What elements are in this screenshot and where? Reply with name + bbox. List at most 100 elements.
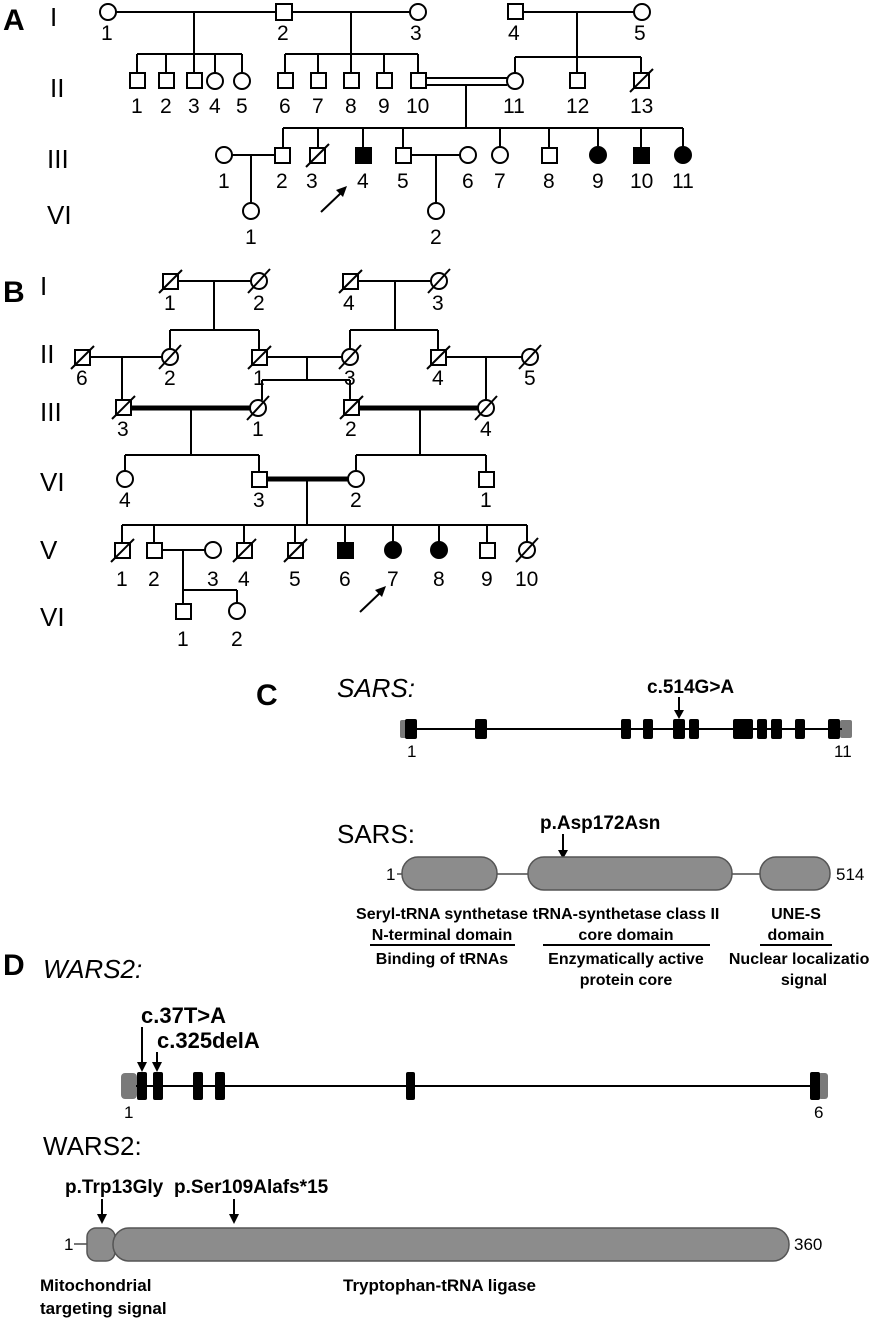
individual-label: 4 <box>480 418 492 441</box>
individual-label: 7 <box>312 95 324 118</box>
une-s-domain <box>759 856 831 891</box>
individual-label: 3 <box>410 22 422 45</box>
mutation-arrow <box>137 1027 147 1072</box>
male-symbol <box>541 147 558 164</box>
male-symbol <box>410 72 427 89</box>
individual-label: 1 <box>218 170 230 193</box>
individual-label: 6 <box>279 95 291 118</box>
individual-label: 1 <box>116 568 128 591</box>
female-symbol <box>204 541 222 559</box>
individual-label: 12 <box>566 95 589 118</box>
exon <box>215 1072 225 1100</box>
female-symbol <box>427 202 445 220</box>
female-symbol <box>409 3 427 21</box>
individual-label: 6 <box>462 170 474 193</box>
individual-label: 1 <box>131 95 143 118</box>
female-symbol <box>347 470 365 488</box>
exon-end-label: 11 <box>834 742 852 761</box>
utr-5prime <box>121 1073 137 1099</box>
domain-function: Binding of tRNAs <box>376 951 509 968</box>
panel-label-a: A <box>3 4 25 37</box>
individual-label: 10 <box>630 170 653 193</box>
protein-start-label: 1 <box>64 1235 73 1254</box>
affected-male-symbol <box>633 147 650 164</box>
generation-label: VI <box>40 467 65 497</box>
generation-label: III <box>40 397 62 427</box>
individual-label: 3 <box>344 367 356 390</box>
domain-name: domain <box>768 927 825 944</box>
mutation-label: c.514G>A <box>647 677 734 698</box>
affected-male-symbol <box>337 542 354 559</box>
gene-title: SARS: <box>337 673 415 703</box>
individual-label: 3 <box>253 489 265 512</box>
domain-name: targeting signal <box>40 1299 167 1318</box>
exon <box>405 719 417 739</box>
panel-label-c: C <box>256 679 278 712</box>
individual-label: 6 <box>339 568 351 591</box>
domain-function: protein core <box>580 972 673 989</box>
individual-label: 1 <box>101 22 113 45</box>
individual-label: 3 <box>117 418 129 441</box>
mutation-arrow <box>152 1052 162 1072</box>
male-symbol <box>186 72 203 89</box>
protein-mutation-arrow <box>229 1199 239 1224</box>
individual-label: 11 <box>503 95 525 118</box>
proband-arrow <box>359 586 386 613</box>
male-symbol <box>395 147 412 164</box>
generation-label: V <box>40 535 58 565</box>
gene-title: WARS2: <box>43 954 142 984</box>
exon <box>621 719 631 739</box>
exon <box>828 719 840 739</box>
protein-mutation-arrow <box>558 834 568 859</box>
protein-end-label: 514 <box>836 865 864 884</box>
individual-label: 1 <box>480 489 492 512</box>
individual-label: 8 <box>543 170 555 193</box>
female-symbol <box>506 72 524 90</box>
male-symbol <box>478 471 495 488</box>
domain-annotation: Seryl-tRNA synthetase N-terminal domain … <box>356 906 528 968</box>
exon <box>733 719 753 739</box>
male-symbol <box>251 471 268 488</box>
protein-mutation-label: p.Trp13Gly <box>65 1177 164 1198</box>
panel-label-b: B <box>3 276 25 309</box>
individual-label: 2 <box>231 628 243 651</box>
individual-label: 4 <box>432 367 444 390</box>
individual-label: 9 <box>378 95 390 118</box>
individual-label: 1 <box>177 628 189 651</box>
utr-3prime <box>840 720 852 738</box>
male-symbol <box>507 3 524 20</box>
affected-female-symbol <box>674 146 692 164</box>
domain-function: signal <box>781 972 827 989</box>
individual-label: 10 <box>515 568 538 591</box>
tryptophan-trna-ligase-domain <box>112 1227 790 1262</box>
protein-title: WARS2: <box>43 1131 142 1161</box>
exon-end-label: 6 <box>814 1103 823 1122</box>
core-domain <box>527 856 733 891</box>
individual-label: 5 <box>289 568 301 591</box>
individual-label: 7 <box>494 170 506 193</box>
female-symbol <box>228 602 246 620</box>
protein-mutation-label: p.Asp172Asn <box>540 813 660 834</box>
individual-label: 3 <box>207 568 219 591</box>
exon <box>643 719 653 739</box>
male-symbol <box>310 72 327 89</box>
male-symbol <box>274 147 291 164</box>
n-terminal-domain <box>401 856 498 891</box>
female-symbol <box>116 470 134 488</box>
individual-label: 9 <box>592 170 604 193</box>
utr-3prime <box>818 1073 828 1099</box>
individual-label: 5 <box>236 95 248 118</box>
individual-label: 4 <box>343 292 355 315</box>
individual-label: 2 <box>345 418 357 441</box>
male-symbol <box>277 72 294 89</box>
female-symbol <box>242 202 260 220</box>
domain-name: UNE-S <box>771 906 821 923</box>
protein-mutation-label: p.Ser109Alafs*15 <box>174 1177 329 1198</box>
proband-arrow <box>320 186 347 213</box>
exon <box>406 1072 415 1100</box>
domain-annotation: UNE-S domain Nuclear localization signal <box>729 906 869 989</box>
exon <box>757 719 767 739</box>
exon-start-label: 1 <box>124 1103 133 1122</box>
individual-label: 2 <box>277 22 289 45</box>
